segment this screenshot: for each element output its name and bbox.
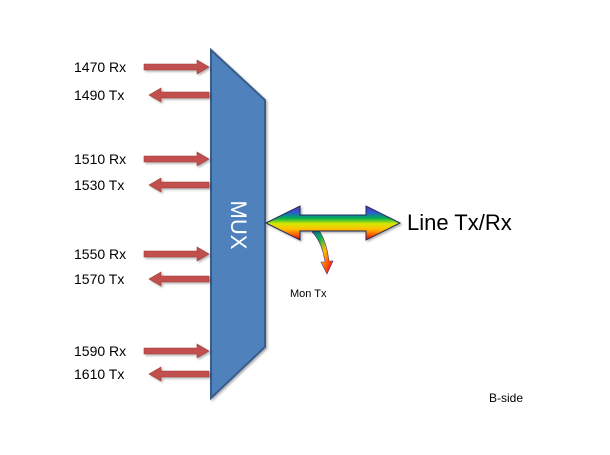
monitor-tx-label: Mon Tx [290,288,327,300]
port-arrow-1510-rx [143,151,210,167]
port-label-1470-rx: 1470 Rx [74,59,127,75]
side-label: B-side [489,391,524,405]
port-arrows [143,59,210,382]
line-double-arrow [264,205,402,241]
port-label-1610-tx: 1610 Tx [74,366,125,382]
port-label-1550-rx: 1550 Rx [74,246,127,262]
port-arrow-1590-rx [143,343,210,359]
port-label-1510-rx: 1510 Rx [74,151,127,167]
port-arrow-1570-tx [148,271,210,287]
port-label-1590-rx: 1590 Rx [74,343,127,359]
mux-block [210,47,266,401]
port-arrow-1550-rx [143,246,210,262]
port-arrow-1490-tx [148,87,210,103]
line-tx-rx-label: Line Tx/Rx [407,210,512,235]
port-arrow-1610-tx [148,366,210,382]
port-arrow-1530-tx [148,177,210,193]
port-label-1490-tx: 1490 Tx [74,87,125,103]
monitor-tap-arrow [311,227,334,275]
port-label-1530-tx: 1530 Tx [74,177,125,193]
mux-label: MUX [226,200,251,250]
port-arrow-1470-rx [143,59,210,75]
port-label-1570-tx: 1570 Tx [74,271,125,287]
